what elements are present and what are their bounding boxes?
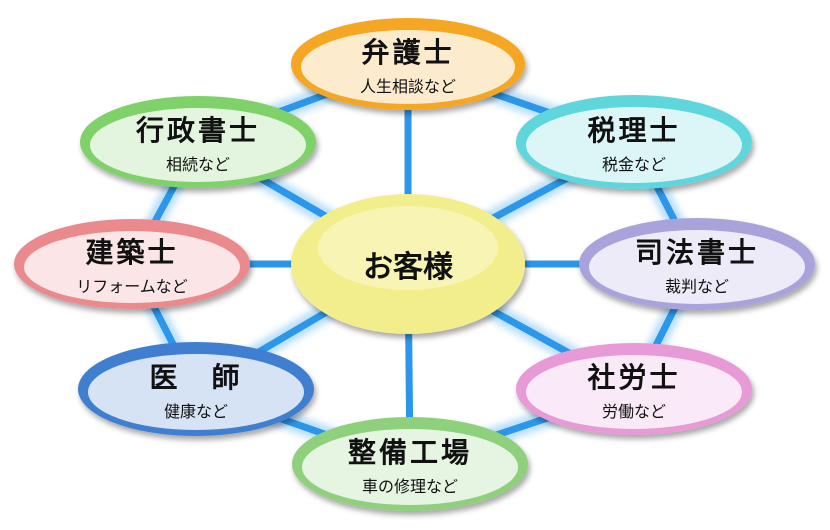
node-title: 弁護士 (361, 36, 454, 69)
node-subtitle: 税金など (602, 155, 666, 174)
node-subtitle: 裁判など (665, 277, 729, 296)
node-title: 司法書士 (635, 236, 759, 269)
node-title: 税理士 (587, 114, 680, 147)
node-title: 建築士 (85, 236, 178, 269)
center-title: お客様 (363, 250, 454, 285)
node-title: 整備工場 (348, 436, 472, 469)
node-ellipse-inner (526, 107, 742, 183)
node-subtitle: 人生相談など (360, 77, 456, 96)
node-subtitle: 相続など (166, 155, 230, 174)
node-title: 社労士 (587, 361, 680, 394)
node-subtitle: リフォームなど (76, 277, 188, 296)
center-node-customer[interactable]: お客様 (291, 194, 525, 334)
node-ellipse-inner (88, 354, 304, 430)
node-ellipse-inner (24, 231, 240, 303)
node-title: 医 師 (149, 361, 242, 394)
node-subtitle: 車の修理など (362, 477, 458, 496)
node-ellipse-inner (589, 230, 805, 304)
node-ellipse-inner (302, 429, 518, 505)
center-ellipse (291, 194, 525, 334)
node-ellipse-inner (90, 108, 306, 182)
node-title: 行政書士 (135, 114, 260, 147)
node-ellipse-inner (301, 30, 515, 104)
service-nodes: 弁護士人生相談など税理士税金など司法書士裁判など社労士労働など整備工場車の修理な… (14, 18, 815, 511)
center-highlight (318, 206, 498, 290)
node-subtitle: 労働など (602, 402, 666, 421)
node-subtitle: 健康など (164, 402, 228, 421)
node-ellipse-inner (526, 355, 742, 429)
